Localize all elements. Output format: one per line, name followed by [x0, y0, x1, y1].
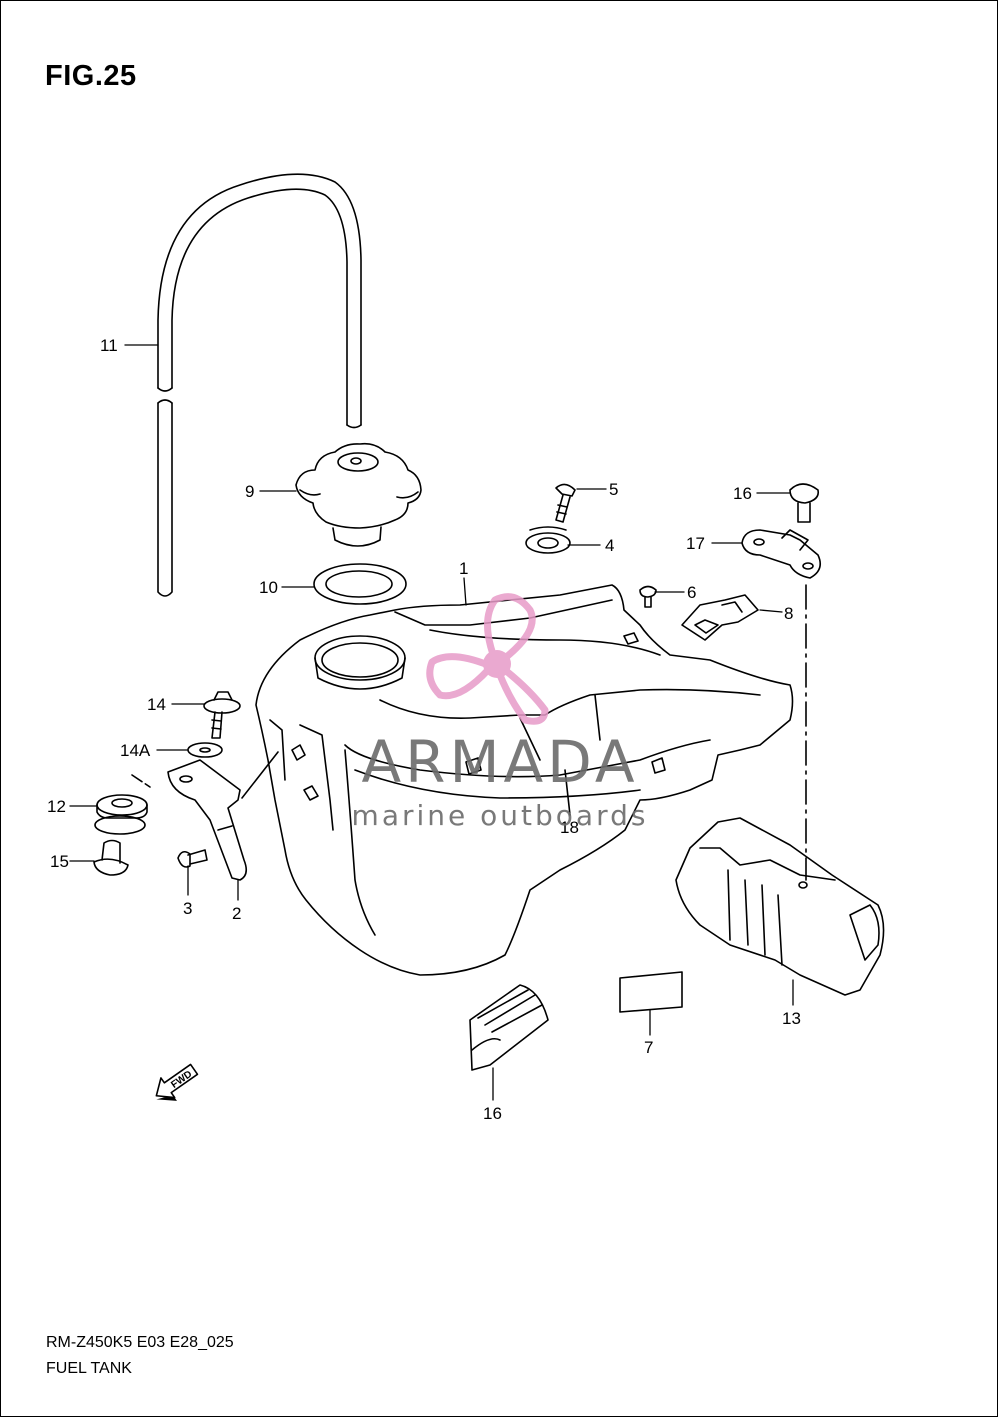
callout-15: 15 [50, 852, 69, 871]
part-2-bracket [167, 759, 248, 881]
part-17-bolt [789, 483, 820, 523]
part-18-bracket [741, 529, 821, 579]
callout-6: 6 [687, 583, 696, 602]
diagram-code: RM-Z450K5 E03 E28_025 [46, 1334, 234, 1351]
callout-12: 12 [47, 797, 66, 816]
part-4-grommet [525, 526, 571, 554]
leader-lines [69, 344, 794, 1101]
callout-9: 9 [245, 482, 254, 501]
callout-4: 4 [605, 536, 614, 555]
callout-16: 16 [483, 1104, 502, 1123]
watermark-logo: ARMADA marine outboards [352, 593, 649, 832]
callout-2: 2 [232, 904, 241, 923]
forward-arrow-icon: FWD [155, 1063, 199, 1101]
part-7-decal [619, 971, 683, 1013]
part-6-screw [639, 585, 657, 608]
callout-19: 18 [560, 818, 579, 837]
diagram-name: FUEL TANK [46, 1360, 132, 1377]
callout-1: 1 [459, 559, 468, 578]
part-5-screw [555, 483, 576, 523]
part-9-fuel-cap [295, 442, 422, 547]
leader-19 [564, 769, 571, 816]
callout-17: 16 [733, 484, 752, 503]
watermark-tagline: marine outboards [352, 799, 649, 832]
part-16-pad [469, 984, 549, 1071]
callout-11: 11 [100, 336, 118, 355]
callout-3: 3 [183, 899, 192, 918]
part-11-breather-hose [157, 173, 362, 597]
part-14-bolt [203, 691, 241, 739]
callout-5: 5 [609, 480, 618, 499]
part-14a-washer [187, 742, 223, 758]
figure-title: FIG.25 [45, 60, 137, 92]
part-1-fuel-tank [255, 584, 794, 976]
part-12-grommet [94, 794, 148, 835]
watermark-brand: ARMADA [361, 728, 638, 796]
part-3-screw [177, 849, 208, 868]
part-15-collar [93, 839, 129, 876]
callout-13: 13 [782, 1009, 801, 1028]
part-10-cap-gasket [313, 563, 407, 605]
assembly-line-2 [241, 751, 279, 799]
part-8-clip [681, 594, 759, 641]
callout-8: 8 [784, 604, 793, 623]
callout-10: 10 [259, 578, 278, 597]
callout-14a: 14A [120, 741, 151, 760]
callout-18: 17 [686, 534, 705, 553]
callout-14: 14 [147, 695, 166, 714]
callout-7: 7 [644, 1038, 653, 1057]
part-13-side-cover [675, 817, 885, 996]
propeller-icon [426, 593, 549, 725]
callout-labels: 11 9 10 1 5 4 6 8 16 17 14 14A 12 15 3 2… [47, 336, 801, 1123]
assembly-line-12 [131, 774, 151, 788]
